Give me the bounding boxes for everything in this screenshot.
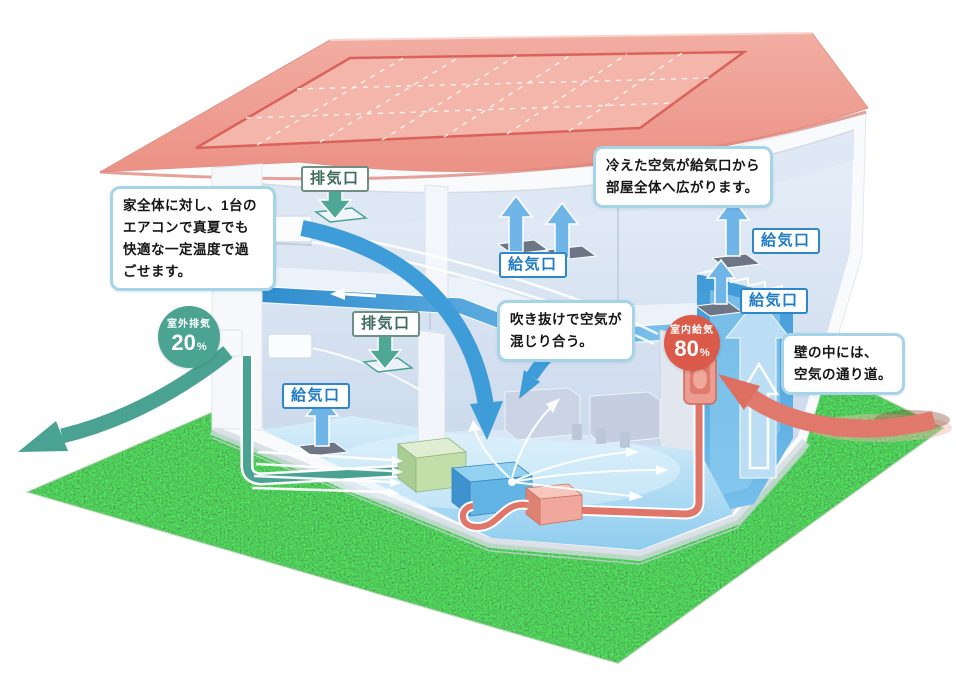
- badge-label: 室外排気: [167, 319, 211, 330]
- badge-unit: %: [196, 341, 207, 353]
- label-exhaust-roof: 排気口: [301, 166, 369, 193]
- floor-airflow-arrows: [251, 398, 669, 501]
- badge-value: 80: [674, 336, 699, 361]
- outdoor-exhaust-arrow: [18, 346, 233, 452]
- furniture: [504, 387, 661, 448]
- outdoor-intake-arrow: [718, 374, 952, 442]
- intake-pipe-loop: [457, 499, 529, 532]
- label-supply-1f: 給気口: [282, 383, 350, 410]
- label-supply-right-lower: 給気口: [740, 288, 808, 315]
- badge-unit: %: [699, 347, 710, 359]
- roof-panel-grid: [245, 52, 710, 146]
- indoor-supply-badge: 室内給気 80 %: [664, 315, 720, 371]
- label-exhaust-2f: 排気口: [352, 311, 420, 338]
- callout-atrium: 吹き抜けで空気が 混じり合う。: [497, 300, 635, 362]
- outdoor-exhaust-badge: 室外排気 20 %: [158, 306, 220, 368]
- badge-value: 20: [171, 330, 196, 355]
- intake-duct-pipe: [571, 398, 705, 520]
- heat-exchange-unit: [396, 437, 468, 493]
- badge-label: 室内給気: [670, 325, 714, 336]
- label-supply-right-upper: 給気口: [752, 228, 820, 255]
- callout-whole-house: 家全体に対し、1台の エアコンで真夏でも 快適な一定温度で過 ごせます。: [110, 186, 276, 292]
- roof: [99, 32, 869, 181]
- callout-wall-path: 壁の中には、 空気の通り道。: [781, 333, 905, 395]
- callout-cooled-air: 冷えた空気が給気口から 部屋全体へ広がります。: [593, 146, 773, 208]
- roof-panel: [195, 50, 748, 150]
- supply-fan-unit: [524, 483, 584, 526]
- label-supply-2f: 給気口: [499, 252, 567, 279]
